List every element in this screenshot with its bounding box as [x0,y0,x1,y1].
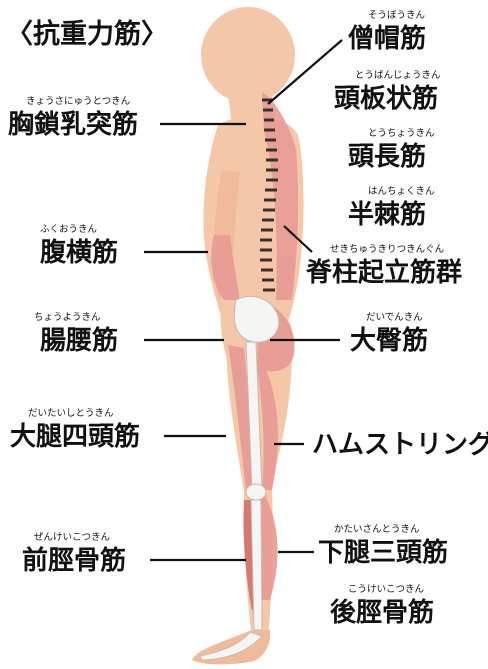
kyousa-label: 胸鎖乳突筋 [8,110,138,140]
soubokin-label: 僧帽筋 [348,24,426,54]
hamstring-label: ハムストリング [312,430,488,460]
sekichu-reading: せきちゅうきりつきんぐん [330,244,444,255]
toubanjou-reading: とうばんじょうきん [355,70,441,81]
touchou-label: 頭長筋 [348,142,426,172]
chouyou-reading: ちょうようきん [34,312,101,323]
zenkei-label: 前脛骨筋 [22,546,126,576]
zenkei-reading: ぜんけいこつきん [34,532,110,543]
chouyou-label: 腸腰筋 [40,326,118,356]
kouke-label: 後脛骨筋 [330,598,434,628]
hanchoku-reading: はんちょくきん [368,186,435,197]
katai-reading: かたいさんとうきん [334,524,420,535]
kouke-reading: こうけいこつきん [348,584,424,595]
soubokin-reading: そうぼうきん [368,10,425,21]
daitai-label: 大腿四頭筋 [10,422,140,452]
hanchoku-label: 半棘筋 [348,200,426,230]
daiden-label: 大臀筋 [350,326,428,356]
toubanjou-label: 頭板状筋 [334,84,438,114]
sekichu-label: 脊柱起立筋群 [306,258,462,288]
daitai-reading: だいたいしとうきん [28,408,114,419]
daiden-reading: だいでんきん [366,312,423,323]
diagram-title: 〈抗重力筋〉 [6,12,168,51]
katai-label: 下腿三頭筋 [318,538,448,568]
kyousa-reading: きょうさにゅうとつきん [26,96,130,107]
touchou-reading: とうちょうきん [368,128,435,139]
fukuou-reading: ふくおうきん [40,224,97,235]
fukuou-label: 腹横筋 [40,238,118,268]
